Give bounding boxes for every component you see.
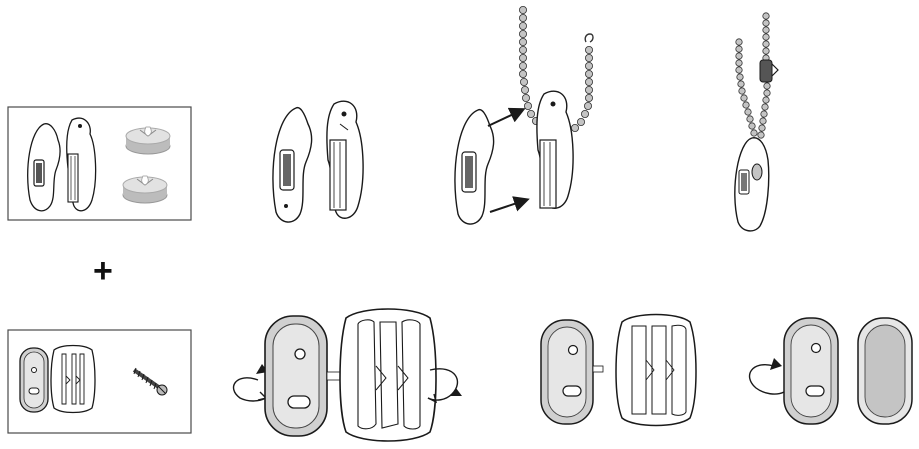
insert-arrow-top [487,107,526,127]
clip-back-half-icon [66,117,97,212]
bead-chain-closed-left [735,38,758,137]
insert-arrow-bottom [489,196,530,213]
open-chain-clip-icon [272,100,364,223]
rotate-mount-mid-icon [540,313,697,427]
bead-chain-closed-right [757,12,771,139]
screw-icon [132,367,168,396]
bead-chain-right [571,33,594,133]
rotate-arrowhead-right [450,388,462,396]
wall-mount-small-icon [19,347,49,413]
clip-front-half-icon [27,123,61,212]
parts-kit-box [7,106,192,221]
coin-weight-top-icon [125,126,171,155]
chain-insert-step-icon [454,6,594,225]
chain-connector-icon [759,59,779,83]
closed-clip-on-chain-icon [734,12,779,232]
rotate-mount-final-icon [749,317,913,425]
plus-sign: + [93,252,113,290]
cover-small-icon [50,344,96,414]
rotate-arrowhead-final [770,358,782,370]
coin-weight-bottom-icon [122,175,168,204]
mount-kit-box [7,329,192,434]
rotate-mount-large-icon [233,308,462,442]
